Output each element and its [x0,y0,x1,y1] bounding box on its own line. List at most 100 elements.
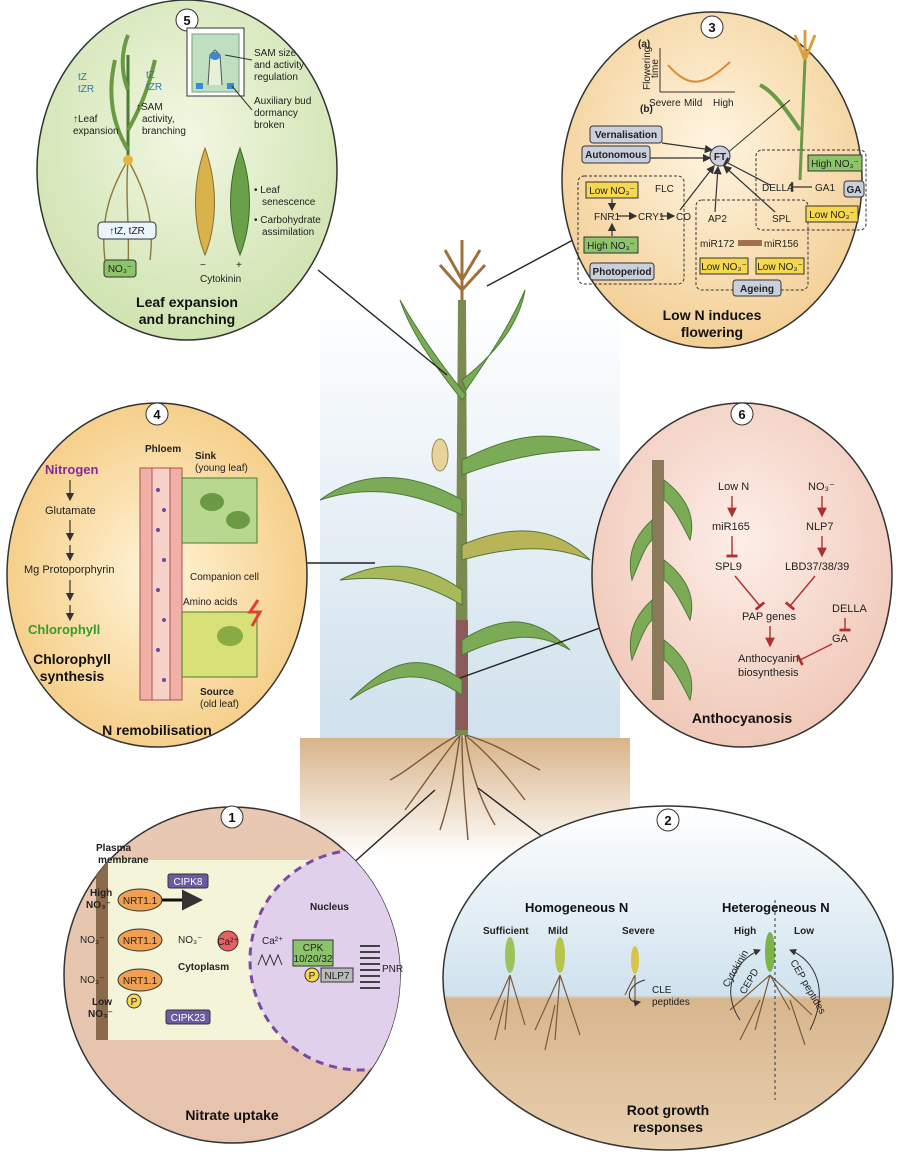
panel-5-number: 5 [183,13,190,28]
p5-bullet1-a: • Leaf [254,185,280,196]
p5-bud-3: broken [254,120,285,131]
p3-ylab-1: Flowering [642,47,653,90]
p4-source-2: (old leaf) [200,699,239,710]
maize-plant [319,240,601,841]
p6-ga: GA [832,633,849,645]
p1-p-1: P [309,971,316,982]
p3-ga1: GA1 [815,183,835,194]
p3-label-a: (a) [638,39,650,50]
p2-mild: Mild [548,926,568,937]
p5-leafexp-2: expansion [73,126,119,137]
p4-companion: Companion cell [190,572,259,583]
p2-high: High [734,926,756,937]
p3-della: DELLA [762,183,794,194]
p4-sink-2: (young leaf) [195,463,248,474]
p5-tz-left: tZ [78,72,87,83]
p3-fnr1: FNR1 [594,212,621,223]
p6-lown: Low N [718,481,749,493]
p1-ca-1: Ca²⁺ [217,937,238,948]
p2-cle-2: peptides [652,997,690,1008]
p5-title-1: Leaf expansion [136,294,238,310]
p3-ageing: Ageing [740,284,774,295]
panel-2-number: 2 [664,813,671,828]
p2-sufficient: Sufficient [483,926,529,937]
p4-chlsyn-1: Chlorophyll [33,651,111,667]
p3-label-b: (b) [640,104,653,115]
p2-low: Low [794,926,814,937]
p6-antho-2: biosynthesis [738,667,799,679]
p3-vernalisation: Vernalisation [595,130,657,141]
p1-cipk8: CIPK8 [174,877,203,888]
p1-plasma-1: Plasma [96,843,131,854]
p3-title-1: Low N induces [663,307,762,323]
p6-nlp7: NLP7 [806,521,834,533]
p3-photoperiod: Photoperiod [593,267,652,278]
p4-amino: Amino acids [183,597,237,608]
p1-nucleus: Nucleus [310,902,349,913]
p6-spl9: SPL9 [715,561,742,573]
panel-5-leaf-expansion: 5 tZ tZR tZ tZR ↑Leaf expansion ↑SAM act… [36,0,338,341]
p1-plasma-2: membrane [98,855,149,866]
p1-cytoplasm: Cytoplasm [178,962,229,973]
p3-low-no3-4: Low NO₃⁻ [809,210,854,221]
p5-tz-right: tZ [146,70,155,81]
p5-samreg-3: regulation [254,72,298,83]
p5-tzr-right: tZR [146,82,162,93]
p2-heterogeneous: Heterogeneous N [722,900,830,915]
p4-sink: Sink [195,451,217,462]
p1-no3-3: NO₃⁻ [80,975,104,986]
p1-nrt-1: NRT1.1 [123,896,158,907]
p3-ylab-2: time [650,59,661,78]
p4-chlorophyll: Chlorophyll [28,622,100,637]
p3-low-no3-3: Low NO₃⁻ [757,262,802,273]
p5-title-2: and branching [139,311,235,327]
p1-cipk23: CIPK23 [171,1013,206,1024]
p5-tzr-left: tZR [78,84,94,95]
p5-leafexp-1: ↑Leaf [73,114,98,125]
p3-spl: SPL [772,214,791,225]
p3-high-no3-2: High NO₃⁻ [811,159,859,170]
p5-plus: + [236,260,242,271]
p1-low-2: NO₃⁻ [88,1009,113,1020]
p5-no3: NO₃⁻ [108,264,132,275]
p4-glutamate: Glutamate [45,505,96,517]
p2-severe: Severe [622,926,655,937]
p2-homogeneous: Homogeneous N [525,900,628,915]
panel-3-flowering: 3 (a) (b) Flowering time Severe Mild Hig… [561,11,867,349]
p1-p-2: P [131,997,138,1008]
panel-4-n-remobilisation: 4 Nitrogen Glutamate Mg Protoporphyrin C… [6,402,308,748]
p1-cpk-1: CPK [303,943,324,954]
p4-source: Source [200,687,234,698]
p5-minus: − [200,260,206,271]
p5-bud-2: dormancy [254,108,298,119]
p3-ga: GA [847,185,862,196]
p5-bullet2-a: • Carbohydrate [254,215,321,226]
p4-title: N remobilisation [102,722,212,738]
p1-high-1: High [90,888,112,899]
p1-cpk-2: 10/20/32 [294,954,333,965]
p5-bullet2-b: assimilation [262,227,314,238]
p6-no3: NO₃⁻ [808,481,835,493]
p4-phloem: Phloem [145,444,181,455]
p1-title: Nitrate uptake [185,1107,279,1123]
p5-bullet1-b: senescence [262,197,316,208]
p1-low-1: Low [92,997,112,1008]
p3-ap2: AP2 [708,214,727,225]
panel-1-number: 1 [228,810,235,825]
p5-sam-3: branching [142,126,186,137]
p3-x-severe: Severe [649,98,681,109]
panel-6-anthocyanosis: 6 Low N NO₃⁻ miR165 NLP7 SPL9 LBD37/38/3… [591,402,893,748]
p3-x-high: High [713,98,734,109]
p3-mir156: miR156 [764,239,799,250]
panel-4-number: 4 [153,407,161,422]
p3-low-no3-1: Low NO₃⁻ [589,186,634,197]
p5-samreg-2: and activity [254,60,304,71]
p5-sam-1: ↑SAM [136,102,163,113]
p4-mgp: Mg Protoporphyrin [24,564,115,576]
p2-title-2: responses [633,1119,703,1135]
p1-nrt-3: NRT1.1 [123,976,158,987]
p3-x-mild: Mild [684,98,702,109]
p5-cytokinin: Cytokinin [200,274,241,285]
p3-cry1: CRY1 [638,212,665,223]
